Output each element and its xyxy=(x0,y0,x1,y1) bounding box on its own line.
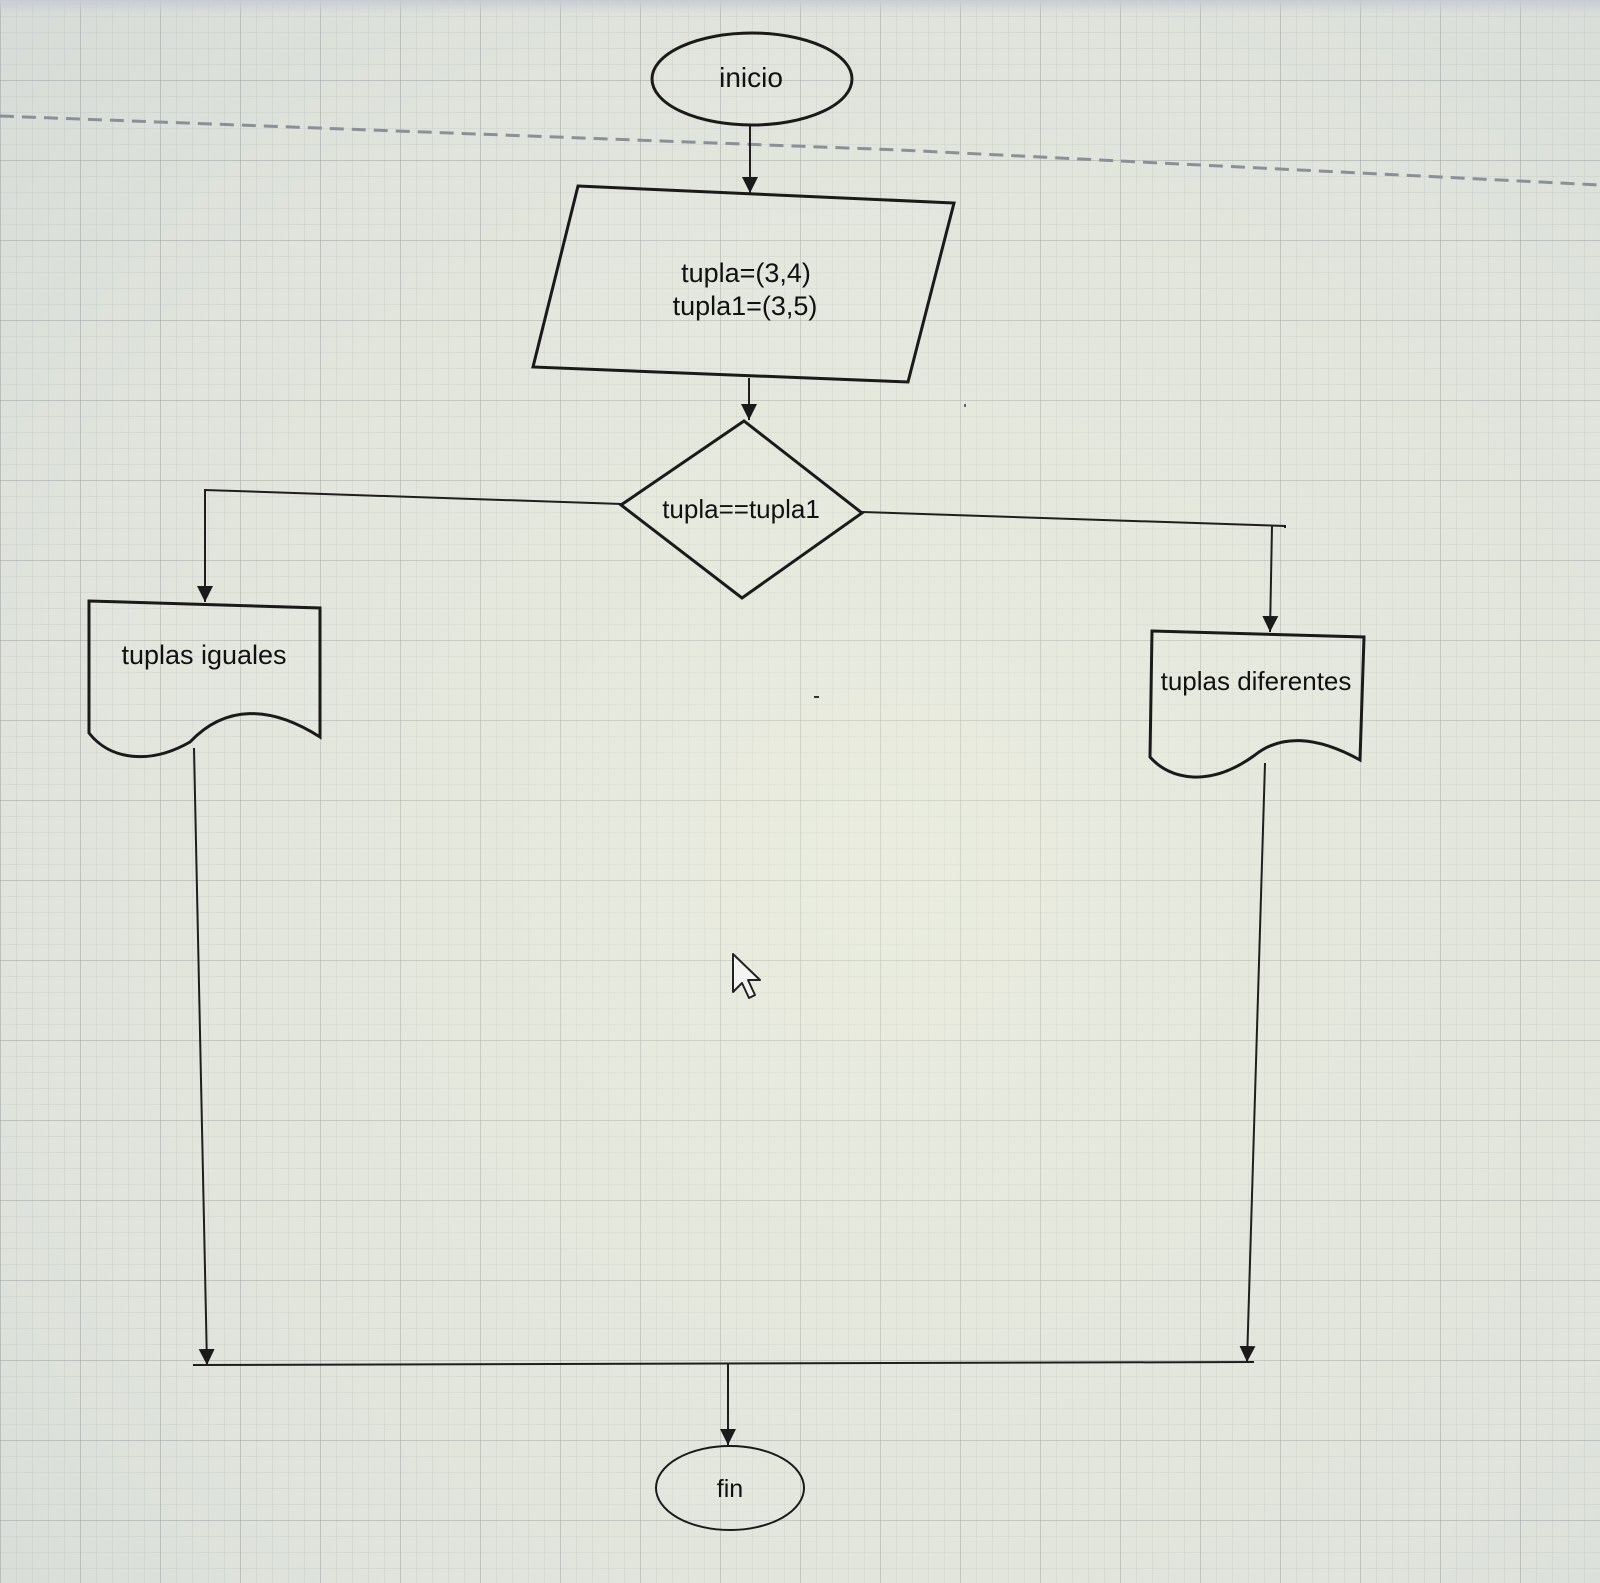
output-equal-label: tuplas iguales xyxy=(121,640,286,670)
document-shape-different xyxy=(1148,629,1366,779)
mouse-pointer-icon xyxy=(732,953,761,999)
merge-line[interactable] xyxy=(192,1361,1255,1366)
input-label-line2: tupla1=(3,5) xyxy=(673,291,818,321)
stray-mark xyxy=(964,404,966,407)
input-label-line1: tupla=(3,4) xyxy=(681,258,811,288)
edge-decision-to-different[interactable] xyxy=(861,511,1285,632)
node-decision[interactable]: tupla==tupla1 xyxy=(618,419,865,600)
node-output-different[interactable]: tuplas diferentes xyxy=(1148,629,1366,779)
terminator-shape-start xyxy=(650,31,854,127)
stray-mark xyxy=(814,696,819,698)
edge-equal-to-merge[interactable] xyxy=(193,747,215,1366)
terminator-shape-end xyxy=(655,1445,805,1531)
data-shape xyxy=(531,184,956,384)
edge-decision-to-equal[interactable] xyxy=(197,488,623,602)
node-start[interactable]: inicio xyxy=(650,31,854,127)
node-output-equal[interactable]: tuplas iguales xyxy=(87,599,322,759)
page-break-line xyxy=(0,114,1600,187)
node-end[interactable]: fin xyxy=(655,1445,805,1531)
output-different-label: tuplas diferentes xyxy=(1161,666,1352,696)
node-input[interactable]: tupla=(3,4) tupla1=(3,5) xyxy=(531,184,956,384)
start-label: inicio xyxy=(719,62,783,93)
decision-label: tupla==tupla1 xyxy=(662,494,820,524)
edge-different-to-merge[interactable] xyxy=(1239,762,1266,1363)
decision-shape xyxy=(618,419,865,600)
document-shape-equal xyxy=(87,599,322,759)
end-label: fin xyxy=(717,1475,743,1503)
